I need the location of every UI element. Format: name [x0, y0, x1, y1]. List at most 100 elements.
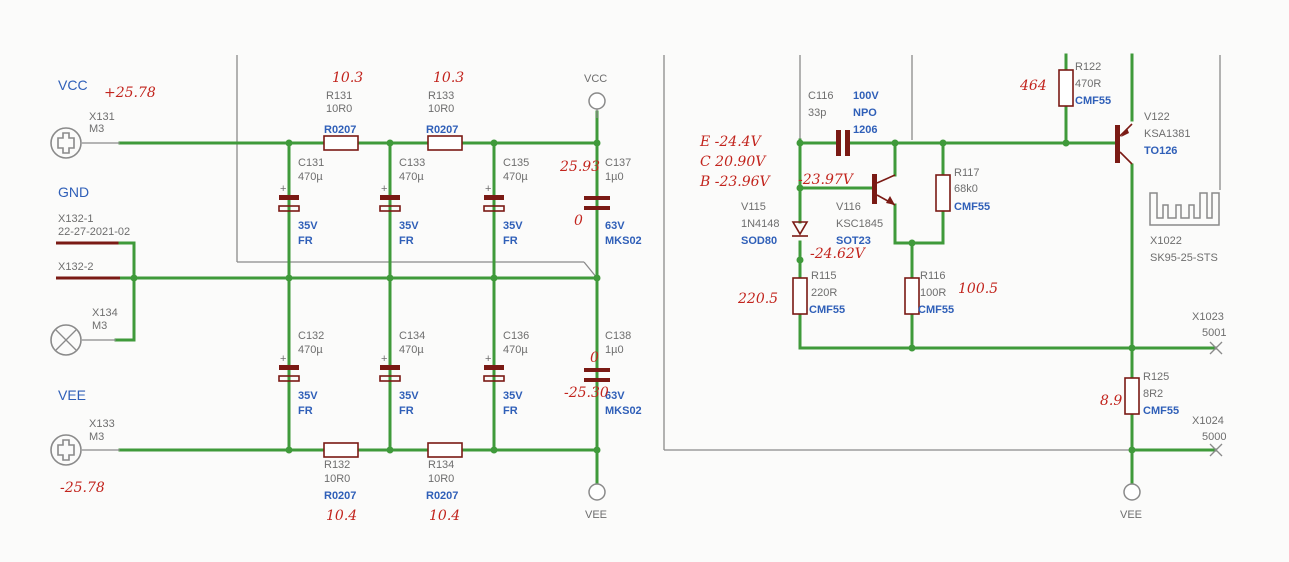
c136-val: 470µ — [503, 344, 528, 356]
c136-symbol: + — [483, 353, 505, 382]
hw-r133: 10.3 — [433, 70, 464, 86]
x133-terminal-icon — [50, 434, 120, 466]
r133-ref: R133 — [428, 90, 454, 102]
r125-ref: R125 — [1143, 371, 1169, 383]
r131-ref: R131 — [326, 90, 352, 102]
c132-type: FR — [298, 405, 313, 417]
vee-supply-icon-right — [1123, 483, 1141, 501]
c132-volt: 35V — [298, 390, 318, 402]
hw-r115: 220.5 — [737, 291, 778, 307]
r115-val: 220R — [811, 287, 837, 299]
hw-r134: 10.4 — [429, 508, 460, 524]
c132-ref: C132 — [298, 330, 324, 342]
hw-collector: C 20.90V — [700, 154, 767, 170]
c137-val: 1µ0 — [605, 171, 624, 183]
c138-val: 1µ0 — [605, 344, 624, 356]
x1024-val: 5000 — [1202, 431, 1226, 443]
svg-text:+: + — [381, 353, 387, 365]
r117-ref: R117 — [954, 167, 979, 179]
c116-ref: C116 — [808, 90, 833, 102]
v122-val: KSA1381 — [1144, 128, 1190, 140]
v115-val: 1N4148 — [741, 218, 780, 230]
v122-transistor-icon — [1115, 123, 1133, 165]
r116-ref: R116 — [920, 270, 945, 282]
net-label-vcc: VCC — [58, 77, 88, 93]
c137-type: MKS02 — [605, 235, 642, 247]
v115-ref: V115 — [741, 201, 766, 213]
c135-type: FR — [503, 235, 518, 247]
hw-c138-b: -25.30 — [564, 385, 609, 401]
c135-val: 470µ — [503, 171, 528, 183]
c136-type: FR — [503, 405, 518, 417]
hw-emitter: E -24.4V — [699, 134, 763, 150]
v116-pkg: SOT23 — [836, 235, 871, 247]
c131-val: 470µ — [298, 171, 323, 183]
hw-r131: 10.3 — [332, 70, 363, 86]
vee-supply-label-right: VEE — [1120, 509, 1142, 521]
c131-volt: 35V — [298, 220, 318, 232]
r132-val: 10R0 — [324, 473, 350, 485]
c135-symbol: + — [483, 183, 505, 212]
left-junctions — [130, 139, 601, 454]
c135-volt: 35V — [503, 220, 523, 232]
r116-pkg: CMF55 — [918, 304, 954, 316]
r131-pkg: R0207 — [324, 124, 356, 136]
r132-ref: R132 — [324, 459, 350, 471]
c133-volt: 35V — [399, 220, 419, 232]
c134-symbol: + — [379, 353, 401, 382]
c134-ref: C134 — [399, 330, 425, 342]
r132-body — [323, 442, 359, 458]
c132-symbol: + — [278, 353, 300, 382]
x132-2-ref: X132-2 — [58, 261, 93, 273]
grey-wires — [236, 55, 1221, 451]
c116-symbol — [836, 130, 850, 156]
svg-text:+: + — [381, 183, 387, 195]
v116-ref: V116 — [836, 201, 861, 213]
r125-val: 8R2 — [1143, 388, 1163, 400]
r134-ref: R134 — [428, 459, 454, 471]
c137-symbol — [584, 196, 610, 210]
hw-base: B -23.96V — [699, 174, 772, 190]
r133-val: 10R0 — [428, 103, 454, 115]
c135-ref: C135 — [503, 157, 529, 169]
x132-pins — [56, 241, 136, 280]
x1023-val: 5001 — [1202, 327, 1226, 339]
v115-diode-icon — [791, 221, 809, 237]
svg-text:+: + — [280, 353, 286, 365]
r132-pkg: R0207 — [324, 490, 356, 502]
c134-val: 470µ — [399, 344, 424, 356]
c133-type: FR — [399, 235, 414, 247]
r131-val: 10R0 — [326, 103, 352, 115]
r134-val: 10R0 — [428, 473, 454, 485]
x134-ref: X134 — [92, 307, 118, 319]
c131-symbol: + — [278, 183, 300, 212]
c136-ref: C136 — [503, 330, 529, 342]
hw-r116: 100.5 — [958, 281, 998, 297]
hw-c138-a: 0 — [590, 350, 599, 366]
c116-val: 33p — [808, 107, 826, 119]
r125-body — [1124, 377, 1140, 415]
c137-volt: 63V — [605, 220, 625, 232]
x134-val: M3 — [92, 320, 107, 332]
r115-pkg: CMF55 — [809, 304, 845, 316]
c116-pkg: 1206 — [853, 124, 877, 136]
hw-vee-voltage: -25.78 — [60, 480, 105, 496]
hw-r122: 464 — [1019, 78, 1047, 94]
vcc-supply-label: VCC — [584, 73, 607, 85]
r117-val: 68k0 — [954, 183, 978, 195]
vee-supply-icon-left — [588, 483, 606, 501]
v116-val: KSC1845 — [836, 218, 883, 230]
x1024-ref: X1024 — [1192, 415, 1224, 427]
c138-ref: C138 — [605, 330, 631, 342]
r134-pkg: R0207 — [426, 490, 458, 502]
c132-val: 470µ — [298, 344, 323, 356]
x133-ref: X133 — [89, 418, 115, 430]
v115-pkg: SOD80 — [741, 235, 777, 247]
vcc-supply-icon — [588, 92, 606, 118]
right-junctions — [796, 139, 1136, 454]
r116-val: 100R — [920, 287, 946, 299]
x132-1-ref: X132-1 — [58, 213, 93, 225]
c116-type: NPO — [853, 107, 877, 119]
c137-ref: C137 — [605, 157, 631, 169]
